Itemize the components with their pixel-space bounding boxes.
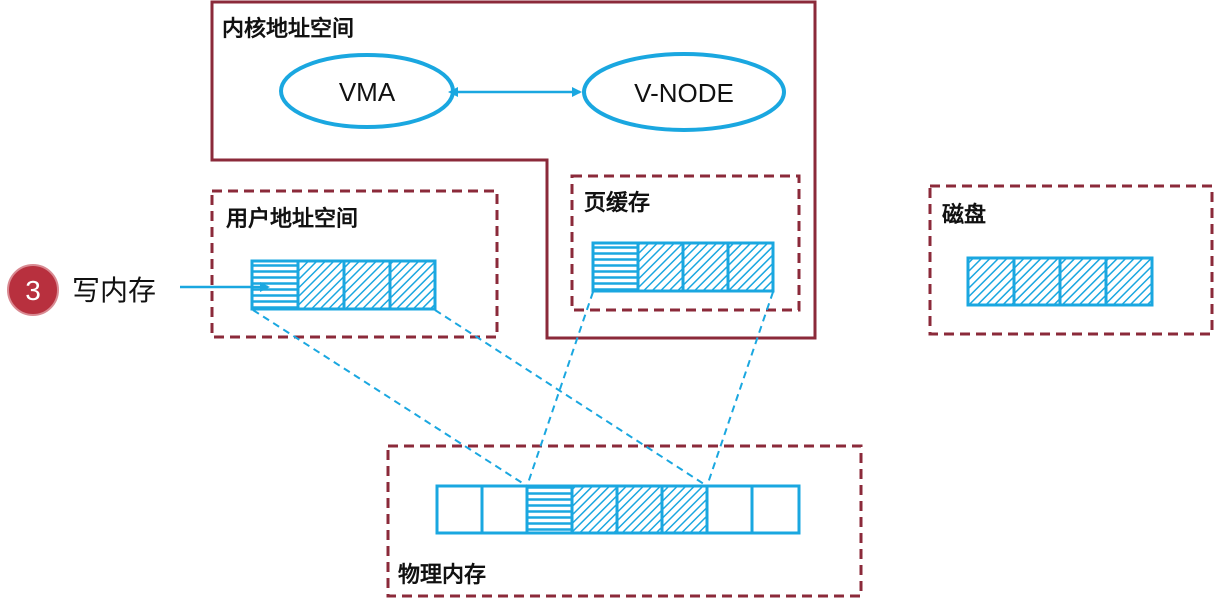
step-3-marker: 3 写内存 <box>7 264 270 316</box>
page-cache-pages <box>591 241 775 293</box>
page-cache-page <box>681 241 730 293</box>
physical-frame <box>435 484 484 535</box>
page-cache-page <box>726 241 775 293</box>
user-to-physical-line-right <box>434 309 708 487</box>
cache-to-physical-line-left <box>526 291 594 487</box>
physical-frame <box>750 484 801 535</box>
user-space-title: 用户地址空间 <box>226 206 358 232</box>
disk-title: 磁盘 <box>942 202 986 228</box>
kernel-space-border <box>210 0 817 340</box>
page-cache-title: 页缓存 <box>584 190 650 216</box>
user-space-page <box>388 259 437 311</box>
page-cache-page <box>636 241 685 293</box>
cache-to-physical-line-right <box>706 291 774 487</box>
vnode-label: V-NODE <box>634 78 734 108</box>
disk-blocks <box>966 256 1154 307</box>
physical-memory-frames <box>435 484 801 535</box>
step-label: 写内存 <box>72 274 156 307</box>
mapping-lines <box>252 291 774 487</box>
user-to-physical-line-left <box>252 309 528 487</box>
step-number: 3 <box>25 275 41 306</box>
physical-frame <box>570 484 619 535</box>
page-cache-page <box>591 241 640 293</box>
vma-label: VMA <box>339 77 396 107</box>
physical-frame <box>705 484 754 535</box>
disk-block <box>966 256 1016 307</box>
kernel-space-title: 内核地址空间 <box>222 16 354 42</box>
user-space-box <box>210 189 499 339</box>
physical-frame <box>525 484 574 535</box>
user-space-pages <box>250 259 437 311</box>
disk-block <box>1104 256 1154 307</box>
physical-memory-title: 物理内存 <box>398 562 486 588</box>
step-badge <box>7 264 59 316</box>
disk-block <box>1058 256 1108 307</box>
user-space-page <box>250 259 300 311</box>
page-cache-box <box>570 174 801 312</box>
physical-frame <box>480 484 529 535</box>
disk-block <box>1012 256 1062 307</box>
user-space-page <box>342 259 392 311</box>
physical-frame <box>660 484 709 535</box>
vnode-ellipse <box>582 52 786 132</box>
user-space-page <box>296 259 346 311</box>
physical-frame <box>615 484 664 535</box>
physical-memory-box <box>386 444 863 598</box>
disk-box <box>928 184 1214 336</box>
